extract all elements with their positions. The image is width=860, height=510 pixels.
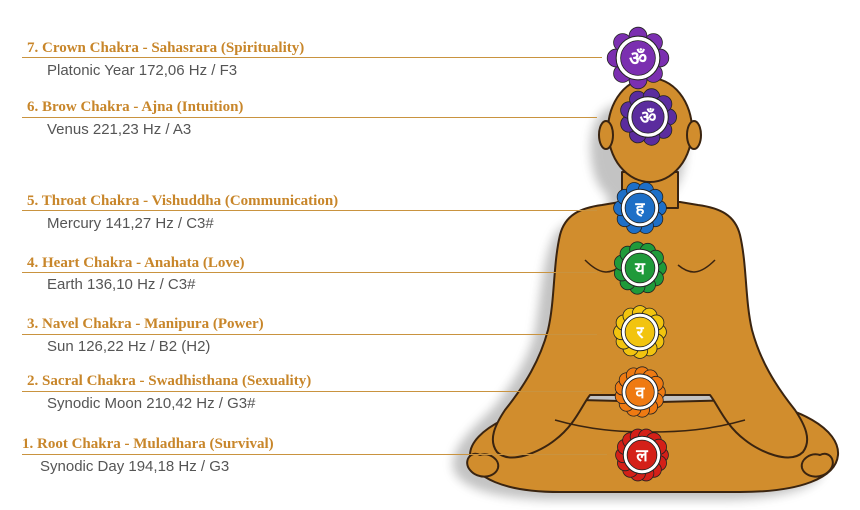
chakra-glyph: ल: [635, 445, 648, 465]
chakra-glyph: व: [635, 383, 646, 402]
leader-line: [22, 334, 597, 335]
chakra-frequency: Synodic Moon 210,42 Hz / G3#: [47, 395, 256, 412]
chakra-frequency: Platonic Year 172,06 Hz / F3: [47, 62, 238, 79]
heart-chakra-icon: य: [613, 241, 667, 295]
leader-line: [22, 117, 597, 118]
chakra-frequency: Earth 136,10 Hz / C3#: [47, 276, 196, 293]
throat-chakra-icon: ह: [613, 182, 667, 234]
leader-line: [22, 272, 597, 273]
chakra-title: 6. Brow Chakra - Ajna (Intuition): [27, 99, 244, 115]
chakra-title: 4. Heart Chakra - Anahata (Love): [27, 255, 245, 271]
chakra-frequency: Venus 221,23 Hz / A3: [47, 121, 192, 138]
chakra-frequency: Mercury 141,27 Hz / C3#: [47, 215, 214, 232]
chakra-title: 2. Sacral Chakra - Swadhisthana (Sexuali…: [27, 373, 312, 389]
chakra-glyph: र: [636, 322, 645, 342]
leader-line: [22, 391, 602, 392]
leader-line: [22, 210, 597, 211]
crown-chakra-icon: ॐ: [606, 26, 670, 90]
navel-chakra-icon: र: [613, 305, 667, 359]
brow-chakra-icon: ॐ: [620, 88, 678, 146]
sacral-chakra-icon: व: [614, 366, 666, 418]
root-chakra-icon: ल: [615, 428, 669, 482]
chakra-glyph: य: [634, 258, 646, 278]
chakra-glyph: ॐ: [629, 47, 647, 70]
chakra-title: 5. Throat Chakra - Vishuddha (Communicat…: [27, 193, 339, 209]
leader-line: [22, 454, 607, 455]
chakra-title: 7. Crown Chakra - Sahasrara (Spiritualit…: [27, 40, 305, 56]
chakra-title: 3. Navel Chakra - Manipura (Power): [27, 316, 264, 332]
chakra-frequency: Synodic Day 194,18 Hz / G3: [40, 458, 230, 475]
chakra-glyph: ह: [635, 198, 646, 218]
leader-line: [22, 57, 602, 58]
chakra-title: 1. Root Chakra - Muladhara (Survival): [22, 436, 274, 452]
chakra-frequency: Sun 126,22 Hz / B2 (H2): [47, 338, 211, 355]
chakra-glyph: ॐ: [640, 108, 657, 129]
